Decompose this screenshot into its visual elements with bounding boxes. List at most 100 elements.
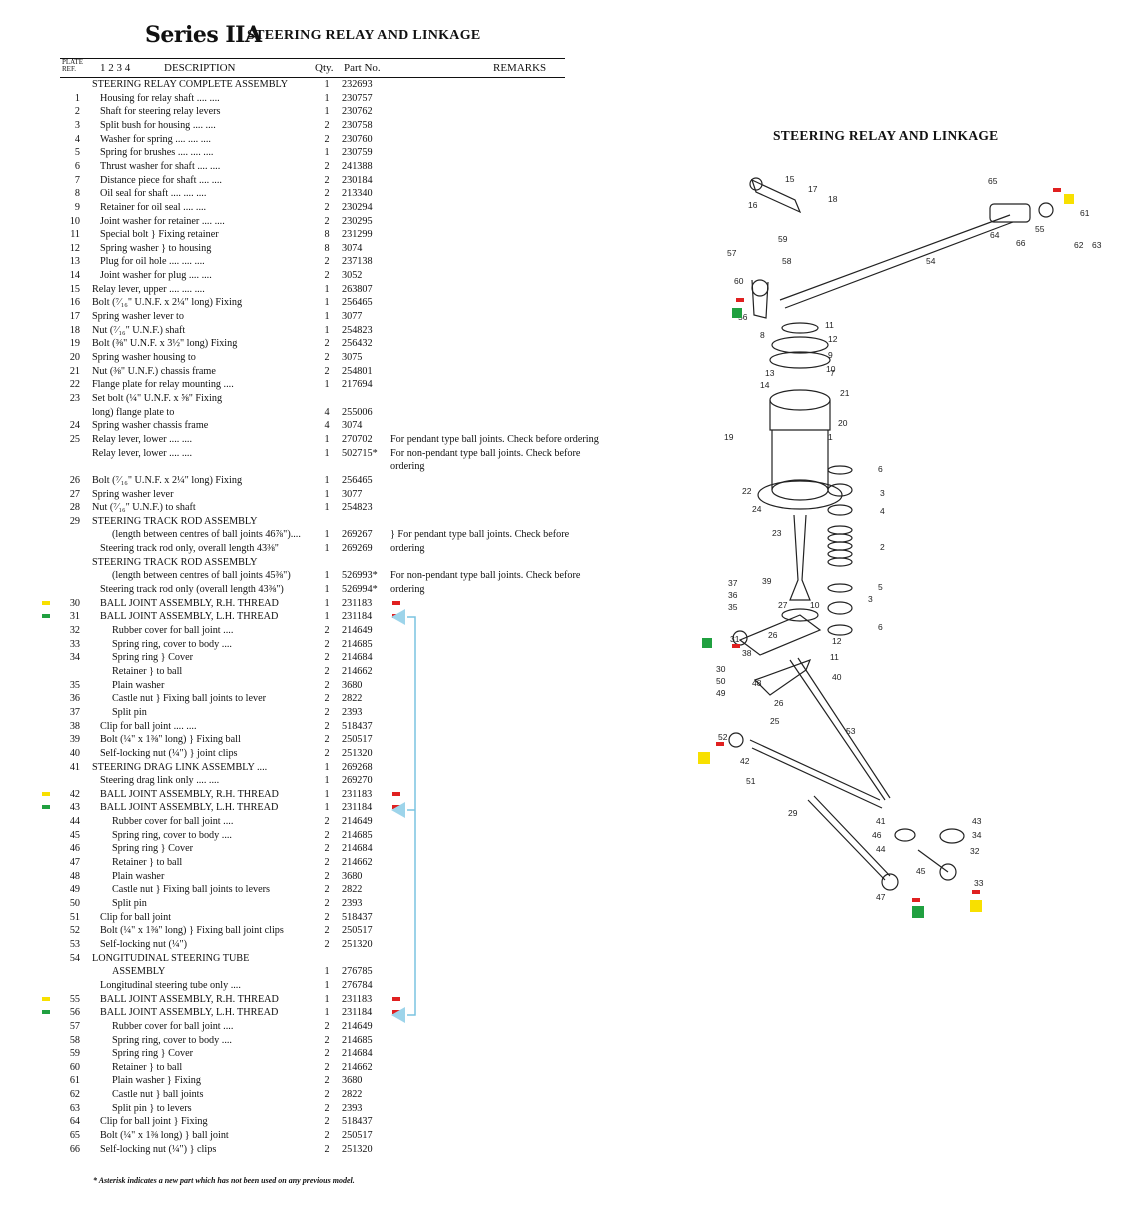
row-qty: 1 xyxy=(324,611,330,623)
row-qty: 1 xyxy=(324,447,330,459)
row-part: 250517 xyxy=(342,734,373,746)
row-part: 230762 xyxy=(342,106,373,118)
row-part: 251320 xyxy=(342,1143,373,1155)
callout-number: 32 xyxy=(970,846,980,856)
row-qty: 2 xyxy=(324,1034,330,1046)
callout-number: 51 xyxy=(746,776,756,786)
callout-number: 37 xyxy=(728,578,738,588)
row-qty: 4 xyxy=(324,420,330,432)
row-ref: 15 xyxy=(69,283,80,295)
row-ref: 44 xyxy=(69,816,80,828)
row-part: 230758 xyxy=(342,119,373,131)
callout-number: 16 xyxy=(748,200,758,210)
row-qty: 2 xyxy=(324,652,330,664)
table-row: (length between centres of ball joints 4… xyxy=(60,569,630,582)
row-rem: For pendant type ball joints. Check befo… xyxy=(390,433,599,445)
row-part: 230760 xyxy=(342,133,373,145)
callout-number: 13 xyxy=(765,368,775,378)
row-desc: Retainer } to ball xyxy=(112,1061,183,1073)
marker-green xyxy=(732,308,742,318)
row-ref: 50 xyxy=(69,898,80,909)
row-qty: 2 xyxy=(324,816,330,828)
row-qty: 2 xyxy=(324,706,330,718)
row-ref: 14 xyxy=(69,270,80,282)
row-qty: 2 xyxy=(324,843,330,855)
row-part: 214662 xyxy=(342,665,373,677)
row-ref: 47 xyxy=(69,857,80,869)
row-desc: (length between centres of ball joints 4… xyxy=(112,570,291,582)
row-desc: BALL JOINT ASSEMBLY, R.H. THREAD xyxy=(100,597,279,609)
row-ref: 3 xyxy=(74,119,80,131)
row-ref: 10 xyxy=(69,215,80,227)
row-desc: STEERING TRACK ROD ASSEMBLY xyxy=(92,515,258,527)
row-qty: 2 xyxy=(324,174,330,186)
row-ref: 16 xyxy=(69,297,80,309)
row-desc: Self-locking nut (¼") xyxy=(100,938,188,950)
row-desc: Bolt (¼" x 1⅜" long) } Fixing ball xyxy=(100,734,241,746)
row-part: 214685 xyxy=(342,638,373,650)
row-ref: 45 xyxy=(69,829,80,841)
callout-number: 24 xyxy=(752,504,762,514)
row-desc: Set bolt (¼" U.N.F. x ⅝" Fixing xyxy=(92,392,223,404)
row-ref: 21 xyxy=(69,365,80,377)
callout-number: 15 xyxy=(785,174,795,184)
row-ref: 12 xyxy=(69,242,80,254)
row-part: 256465 xyxy=(342,297,373,309)
row-desc: Plug for oil hole .... .... .... xyxy=(100,256,205,268)
row-qty: 2 xyxy=(324,925,330,937)
row-part: 231183 xyxy=(342,993,373,1005)
row-part: 214649 xyxy=(342,1020,373,1032)
row-part: 232693 xyxy=(342,79,373,90)
marker-red xyxy=(912,898,920,902)
callout-number: 20 xyxy=(838,418,848,428)
row-qty: 1 xyxy=(324,597,330,609)
row-part: 3052 xyxy=(342,270,363,282)
row-part: 251320 xyxy=(342,747,373,759)
row-ref: 40 xyxy=(69,747,80,759)
row-qty: 2 xyxy=(324,365,330,377)
row-part: 3074 xyxy=(342,242,363,254)
row-desc: Spring ring } Cover xyxy=(112,652,194,664)
row-part: 3077 xyxy=(342,488,363,500)
drag-link xyxy=(789,657,891,801)
callout-number: 35 xyxy=(728,602,738,612)
row-ref: 42 xyxy=(69,788,80,800)
row-qty: 1 xyxy=(324,979,330,991)
row-desc: Bolt (¼" x 1⅜" long) } Fixing ball joint… xyxy=(100,925,284,937)
row-part: 3077 xyxy=(342,311,363,323)
row-desc: Spring washer } to housing xyxy=(100,242,212,254)
row-qty: 1 xyxy=(324,570,330,582)
row-qty: 2 xyxy=(324,133,330,145)
row-qty: 1 xyxy=(324,966,330,978)
row-qty: 2 xyxy=(324,693,330,705)
drag-link-lower xyxy=(807,795,891,881)
marker-green xyxy=(912,906,924,918)
row-ref: 27 xyxy=(69,488,80,500)
row-part: 214649 xyxy=(342,816,373,828)
row-ref: 60 xyxy=(69,1061,80,1073)
row-desc: Special bolt } Fixing retainer xyxy=(100,229,219,241)
row-qty: 1 xyxy=(324,324,330,336)
row-ref: 8 xyxy=(74,188,80,200)
marker-red xyxy=(736,298,744,302)
row-part: 518437 xyxy=(342,1116,373,1128)
row-desc: Castle nut } Fixing ball joints to lever… xyxy=(112,884,270,896)
callout-number: 11 xyxy=(825,320,834,330)
row-ref: 39 xyxy=(69,734,80,746)
callout-number: 10 xyxy=(826,364,836,374)
